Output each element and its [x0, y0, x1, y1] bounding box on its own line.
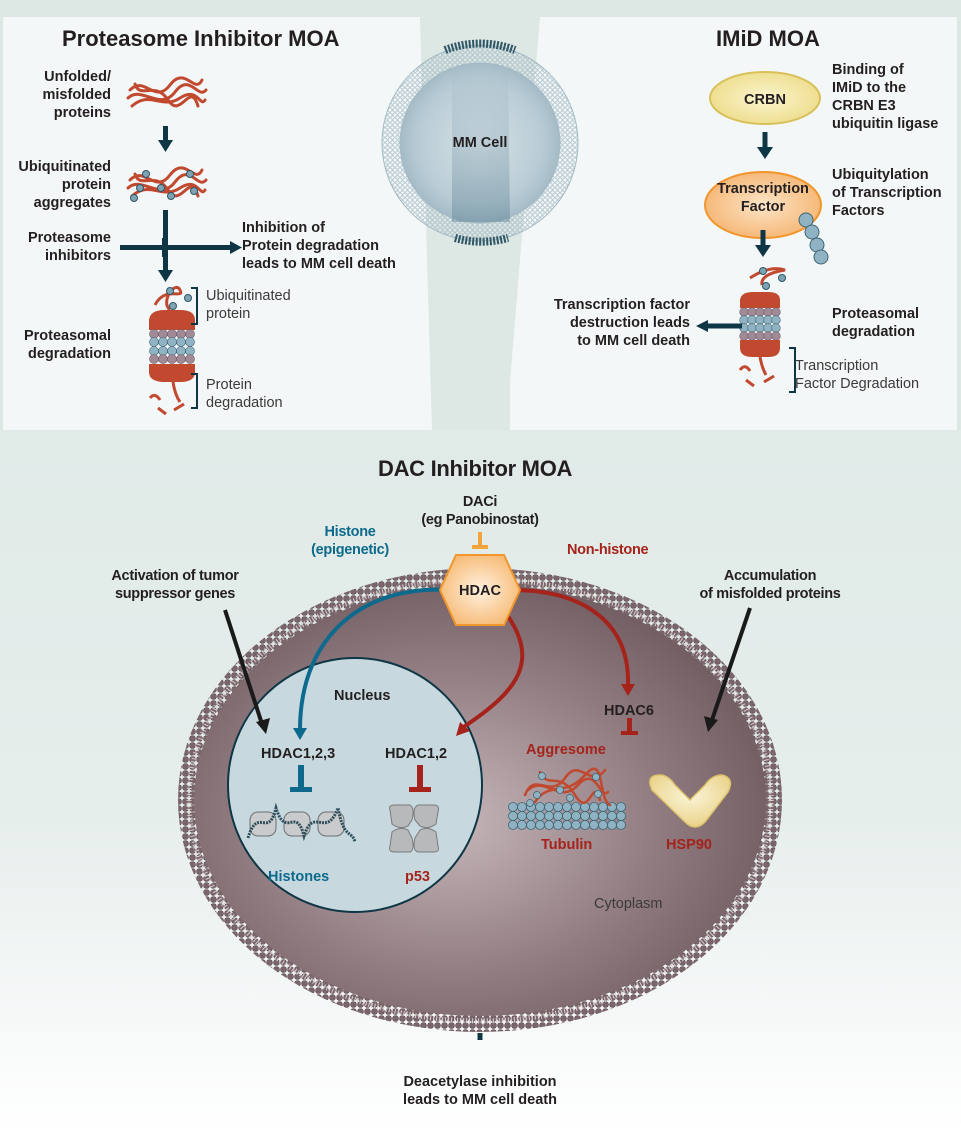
- tangled-protein-icon: [126, 76, 208, 108]
- imid-degradation-label: Proteasomal degradation: [832, 306, 920, 340]
- tubulin-icon: [508, 802, 626, 830]
- histones-icon: [246, 802, 357, 843]
- down-arrow-icon: [158, 126, 173, 152]
- proteasome-icon: [148, 286, 195, 416]
- hdac12-label: HDAC1,2: [385, 746, 448, 762]
- bracket-icons: [191, 287, 198, 409]
- histones-label: Histones: [268, 869, 330, 885]
- bracket-ubiquitinated-label: Ubiquitinated protein: [206, 288, 291, 322]
- step-inhibitors-label: Proteasome inhibitors: [27, 230, 111, 264]
- p53-label: p53: [405, 869, 430, 885]
- hdac12-pathway-arrow: [460, 610, 525, 730]
- nucleus-label: Nucleus: [334, 688, 391, 704]
- imid-outcome: Transcription factor destruction leads t…: [553, 297, 690, 349]
- proteasome-panel: [3, 17, 453, 430]
- inhibitor-line: [120, 245, 162, 250]
- right-arrow-icon: [230, 241, 242, 254]
- step-unfolded-label: Unfolded/ misfolded proteins: [42, 69, 111, 121]
- bracket-icon: [789, 347, 796, 393]
- tf-label: Transcription Factor: [717, 181, 809, 215]
- p53-inhibition-icon: [409, 787, 431, 792]
- crbn-description: Binding of IMiD to the CRBN E3 ubiquitin…: [832, 62, 939, 132]
- hdac6-label: HDAC6: [604, 703, 654, 719]
- dac-title: DAC Inhibitor MOA: [378, 456, 573, 481]
- hdac6-inhibition-icon: [621, 731, 638, 735]
- inhibitor-graphic: [120, 238, 242, 257]
- aggresome-icon: [523, 767, 612, 807]
- dac-cell-graphic: [178, 532, 782, 1040]
- misfolded-arrow: [710, 607, 752, 721]
- tf-description: Ubiquitylation of Transcription Factors: [832, 167, 942, 219]
- imid-title: IMiD MOA: [716, 26, 820, 51]
- nonhistone-pathway-arrow: [511, 588, 631, 686]
- histone-pathway-arrow: [298, 587, 449, 731]
- hdac-hexagon: [438, 554, 522, 626]
- hsp90-label: HSP90: [666, 837, 712, 853]
- tf-degradation-bracket-label: Transcription Factor Degradation: [795, 358, 920, 392]
- daci-label: DACi (eg Panobinostat): [421, 494, 539, 528]
- aggresome-label: Aggresome: [526, 742, 606, 758]
- misfolded-proteins-note: Accumulation of misfolded proteins: [699, 568, 841, 602]
- proteasome-pathway-graphic: [126, 76, 208, 282]
- ubiquitinated-aggregate-icon: [126, 166, 208, 202]
- dac-outcome: Deacetylase inhibition leads to MM cell …: [403, 1074, 557, 1108]
- hdac-label: HDAC: [459, 583, 501, 599]
- imid-degradation-graphic: [738, 212, 829, 393]
- inhibition-bar-icon: [162, 238, 165, 257]
- tumor-suppressor-note: Activation of tumor suppressor genes: [111, 568, 239, 602]
- histone-inhibition-icon: [290, 787, 312, 792]
- proteasome-title: Proteasome Inhibitor MOA: [62, 26, 340, 51]
- proteasome-outcome: Inhibition of Protein degradation leads …: [242, 220, 396, 272]
- hdac123-label: HDAC1,2,3: [261, 746, 336, 762]
- left-arrow-icon: [696, 320, 742, 332]
- histone-branch-label: Histone (epigenetic): [311, 524, 389, 558]
- down-arrow-icon: [757, 147, 773, 159]
- crbn-ellipse: [709, 71, 821, 125]
- step-proteasomal-label: Proteasomal degradation: [23, 328, 111, 362]
- hsp90-icon: [649, 774, 732, 828]
- nonhistone-branch-label: Non-histone: [567, 542, 649, 558]
- crbn-label: CRBN: [744, 92, 786, 108]
- tumor-suppressor-arrow: [223, 609, 264, 725]
- ubiquitin-chain-icon: [798, 212, 829, 265]
- daci-inhibition-icon: [472, 545, 488, 549]
- mm-cell-label: MM Cell: [452, 135, 508, 151]
- p53-icon: [389, 804, 439, 853]
- cytoplasm-label: Cytoplasm: [594, 896, 663, 912]
- down-arrow-icon: [755, 245, 771, 257]
- tubulin-label: Tubulin: [541, 837, 593, 853]
- step-ubiquitinated-label: Ubiquitinated protein aggregates: [18, 159, 111, 211]
- bracket-protein-degradation-label: Protein degradation: [206, 377, 283, 411]
- imid-pathway-graphic: [704, 71, 822, 239]
